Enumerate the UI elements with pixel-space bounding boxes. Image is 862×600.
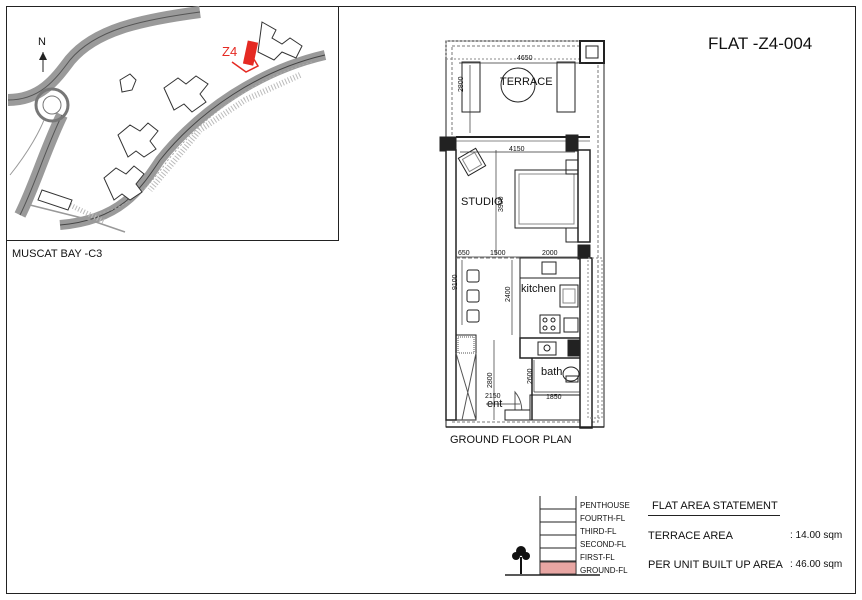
dim-studio-width: 4150 [509, 146, 525, 153]
floor-plan-caption: GROUND FLOOR PLAN [450, 434, 572, 446]
sheet-border [6, 6, 856, 594]
level-label: GROUND-FL [580, 566, 628, 575]
dim-left-strip: 650 [458, 250, 470, 257]
site-caption: MUSCAT BAY -C3 [12, 248, 103, 260]
ground-floor-highlight [539, 561, 577, 575]
room-entrance: ent [487, 398, 503, 410]
level-label: FOURTH-FL [580, 514, 626, 523]
north-arrow-icon [39, 52, 47, 72]
unit-highlight [231, 40, 260, 73]
level-label: FIRST-FL [580, 553, 615, 562]
dim-entry-width: 2150 [485, 393, 501, 400]
room-studio: STUDIO [461, 196, 503, 208]
area-heading-underline [648, 515, 780, 516]
site-plan-frame [6, 6, 339, 241]
level-label: PENTHOUSE [580, 501, 630, 510]
site-plan [7, 6, 327, 233]
unit-tag: Z4 [222, 44, 238, 59]
terrace-area-label: TERRACE AREA [648, 530, 733, 542]
building-section [505, 496, 600, 576]
dim-right-width: 2000 [542, 250, 558, 257]
area-statement-heading: FLAT AREA STATEMENT [652, 500, 778, 512]
dim-mid-width: 1500 [490, 250, 506, 257]
built-up-area-label: PER UNIT BUILT UP AREA [648, 559, 783, 571]
room-bath: bath [541, 366, 563, 378]
level-label: THIRD-FL [580, 527, 617, 536]
north-label: N [38, 36, 46, 48]
room-terrace: TERRACE [500, 76, 553, 88]
dim-terrace-width: 4650 [517, 55, 533, 62]
built-up-area-value: : 46.00 sqm [790, 559, 843, 570]
terrace-area-value: : 14.00 sqm [790, 530, 843, 541]
room-kitchen: kitchen [521, 283, 556, 295]
floor-plan [439, 40, 605, 429]
dim-bath-width: 1850 [546, 394, 562, 401]
level-label: SECOND-FL [580, 540, 627, 549]
tree-icon [512, 546, 530, 574]
flat-title: FLAT -Z4-004 [708, 34, 813, 53]
